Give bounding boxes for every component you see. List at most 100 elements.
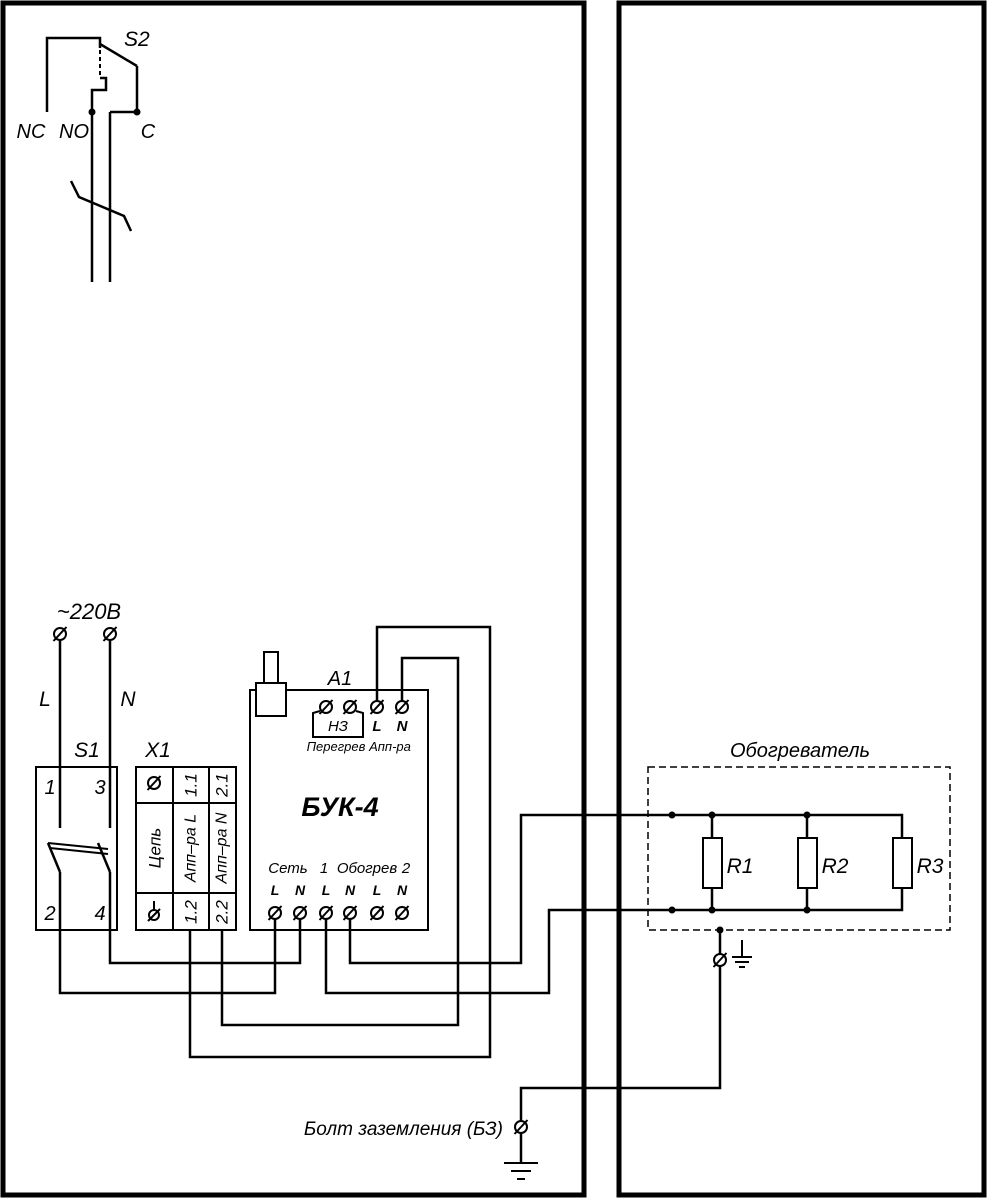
x1-terminal-2-2: 2.2 (213, 900, 232, 925)
a1-heating-label: Обогрев (337, 860, 398, 877)
a1-bottom-terminal-label: L (271, 882, 280, 898)
resistor-r2 (797, 837, 818, 889)
s2-no-label: NO (59, 121, 89, 143)
s2-thermal-element (69, 180, 133, 232)
x1-device-n-label: Апп–ра N (214, 812, 231, 884)
a1-overheat-terminal-1 (318, 699, 334, 715)
s1-terminal-1-label: 1 (44, 777, 55, 799)
junction-dot (803, 811, 811, 819)
supply-n-terminal (102, 626, 118, 642)
control-cabinet-frame (0, 0, 587, 1198)
wiring (58, 625, 904, 1163)
a1-device-l-terminal (369, 699, 385, 715)
resistor-r3 (892, 837, 913, 889)
a1-device-n-terminal (394, 699, 410, 715)
x1-terminal-2-1: 2.1 (213, 773, 232, 798)
supply-l-terminal (52, 626, 68, 642)
a1-mains-l-terminal (267, 905, 283, 921)
s2-c-label: C (141, 121, 156, 143)
supply-voltage-label: ~220В (57, 599, 121, 624)
a1-channel-2-label: 2 (401, 860, 411, 877)
a1-label: A1 (327, 668, 352, 690)
s1-blade-l (46, 842, 62, 873)
heater-ground-icon (732, 940, 752, 968)
a1-overheat-terminal-2 (342, 699, 358, 715)
wire-heating-n-to-heater (348, 813, 904, 965)
s1-body (35, 766, 118, 931)
grounding: Болт заземления (БЗ) (304, 926, 752, 1180)
a1-nc-label: НЗ (328, 718, 348, 735)
switch-s2: S2 NC NO C (17, 28, 156, 282)
x1-terminal-1-1: 1.1 (182, 773, 201, 797)
s1-terminal-4-label: 4 (94, 903, 105, 925)
s2-c-node (133, 108, 141, 116)
junction-dot (668, 811, 676, 819)
resistor-r2-label: R2 (822, 855, 849, 878)
a1-heating-2-l-terminal (369, 905, 385, 921)
earth-ground-icon (504, 1162, 538, 1180)
s1-terminal-2-label: 2 (43, 903, 55, 925)
heater-label: Обогреватель (730, 740, 870, 762)
wire-x1-1-2-to-a1-l (188, 625, 492, 1059)
junction-dot (668, 906, 676, 914)
a1-mains-n-terminal (292, 905, 308, 921)
resistor-r3-label: R3 (917, 855, 944, 878)
s2-moving-contact (99, 42, 138, 68)
a1-heating-2-n-terminal (394, 905, 410, 921)
a1-potentiometer-shaft (263, 651, 279, 684)
ground-bolt-label: Болт заземления (БЗ) (304, 1119, 503, 1140)
resistor-r1-label: R1 (727, 855, 754, 878)
heater-boundary (647, 766, 951, 931)
s1-label: S1 (74, 739, 100, 762)
wire-x1-2-2-to-a1-n (220, 656, 460, 1027)
s2-label: S2 (124, 28, 150, 51)
a1-nc-jumper (312, 710, 364, 738)
ground-bolt-terminal (513, 1119, 529, 1135)
junction-dot (708, 906, 716, 914)
terminal-block-x1: X1 Цепь 1.1 Апп–ра L 1.2 2.1 Апп–ра N 2.… (135, 739, 237, 931)
heater-cabinet-frame (616, 0, 987, 1198)
x1-circuit-terminal (146, 775, 162, 791)
supply-l-label: L (39, 688, 51, 711)
s1-blade-link-2 (49, 847, 109, 855)
a1-bottom-terminal-label: N (295, 882, 306, 898)
a1-heating-1-n-terminal (342, 905, 358, 921)
a1-bottom-terminal-label: N (397, 882, 408, 898)
wire-s1-2-to-mains-l (58, 872, 277, 995)
switch-s1: S1 1 3 2 4 (35, 739, 118, 931)
a1-channel-1-label: 1 (320, 860, 328, 877)
a1-top-n-label: N (397, 718, 409, 735)
s2-common-contact (110, 66, 139, 114)
a1-bottom-terminal-label: L (373, 882, 382, 898)
x1-label: X1 (144, 739, 171, 762)
a1-mains-label: Сеть (268, 860, 308, 877)
junction-dot (708, 811, 716, 819)
s1-blade-link (47, 842, 109, 850)
wire-heating-l-to-heater (324, 888, 904, 995)
s2-nc-contact (45, 36, 102, 112)
a1-model-title: БУК-4 (301, 792, 378, 822)
a1-potentiometer-body (255, 682, 287, 717)
x1-body (135, 766, 237, 931)
supply-n-label: N (120, 688, 136, 711)
x1-circuit-label: Цепь (146, 828, 165, 868)
s1-terminal-3-label: 3 (94, 777, 105, 799)
resistor-r1 (702, 837, 723, 889)
x1-device-l-label: Апп–ра L (183, 814, 200, 883)
s2-nc-label: NC (17, 121, 46, 143)
heater-ground-node (716, 926, 724, 934)
junction-dot (803, 906, 811, 914)
a1-heating-1-l-terminal (318, 905, 334, 921)
s2-no-contact (90, 76, 108, 112)
a1-top-l-label: L (372, 718, 381, 735)
a1-bottom-terminal-label: N (345, 882, 356, 898)
controller-a1: A1 НЗ L N Перегрев Апп-ра БУК-4 Сеть 1 О… (249, 651, 429, 931)
x1-bottom-terminal-slash (147, 908, 161, 922)
heater: Обогреватель R1 R2 R3 (647, 740, 951, 931)
a1-bottom-terminal-label: L (322, 882, 331, 898)
wire-ground-to-bolt (519, 966, 722, 1121)
a1-device-label: Апп-ра (368, 739, 411, 754)
wire-s1-4-to-mains-n (108, 872, 302, 965)
supply-input: ~220В L N (39, 599, 136, 828)
